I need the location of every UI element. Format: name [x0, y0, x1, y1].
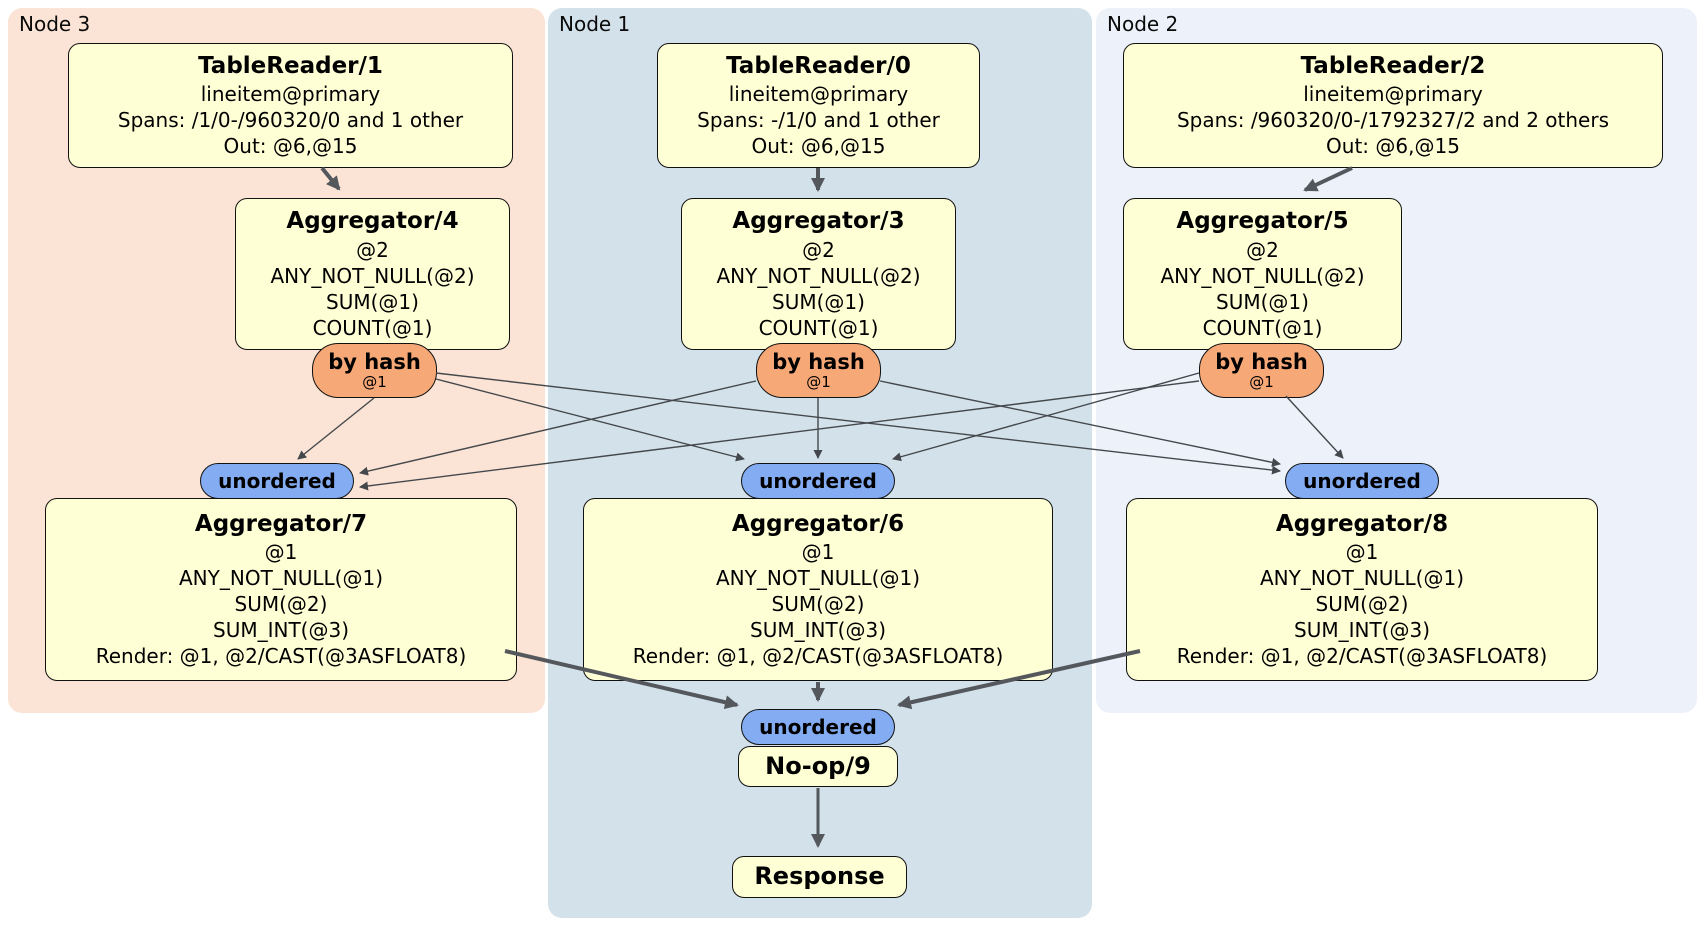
- router-label: by hash: [1215, 349, 1308, 374]
- box-line: SUM(@1): [772, 289, 865, 314]
- box-line: SUM(@2): [234, 592, 328, 617]
- box-line: SUM(@1): [326, 289, 419, 314]
- box-tablereader-0: TableReader/0 lineitem@primary Spans: -/…: [657, 43, 980, 168]
- box-line: @2: [1246, 237, 1279, 262]
- box-line: @1: [264, 540, 298, 565]
- box-line: lineitem@primary: [728, 82, 909, 107]
- box-line: SUM_INT(@3): [213, 618, 349, 643]
- box-line: Spans: /960320/0-/1792327/2 and 2 others: [1176, 108, 1609, 133]
- router-label: by hash: [772, 349, 865, 374]
- region-node3-label: Node 3: [19, 12, 91, 36]
- box-line: @2: [356, 237, 389, 262]
- box-response: Response: [732, 856, 907, 898]
- stream-unordered-8: unordered: [1285, 463, 1439, 499]
- box-tablereader-1: TableReader/1 lineitem@primary Spans: /1…: [68, 43, 513, 168]
- region-node1-label: Node 1: [559, 12, 631, 36]
- box-line: ANY_NOT_NULL(@2): [1160, 263, 1365, 288]
- router-by-hash-5: by hash @1: [1199, 343, 1324, 398]
- box-line: SUM(@2): [1315, 592, 1409, 617]
- box-title: Response: [754, 862, 885, 891]
- stream-label: unordered: [759, 469, 877, 493]
- stream-unordered-9: unordered: [741, 709, 895, 745]
- stream-label: unordered: [218, 469, 336, 493]
- router-detail: @1: [362, 372, 387, 391]
- box-line: ANY_NOT_NULL(@1): [1260, 566, 1464, 591]
- box-line: Render: @1, @2/CAST(@3ASFLOAT8): [95, 644, 467, 669]
- box-title: TableReader/1: [198, 52, 383, 79]
- box-line: Spans: /1/0-/960320/0 and 1 other: [117, 108, 464, 133]
- box-line: SUM(@2): [771, 592, 865, 617]
- stream-label: unordered: [759, 715, 877, 739]
- box-line: @2: [802, 237, 835, 262]
- box-line: Render: @1, @2/CAST(@3ASFLOAT8): [632, 644, 1004, 669]
- box-line: Out: @6,@15: [1326, 134, 1460, 159]
- box-aggregator-7: Aggregator/7 @1 ANY_NOT_NULL(@1) SUM(@2)…: [45, 498, 517, 681]
- box-line: ANY_NOT_NULL(@1): [179, 566, 383, 591]
- box-line: Spans: -/1/0 and 1 other: [697, 108, 940, 133]
- stream-label: unordered: [1303, 469, 1421, 493]
- box-aggregator-6: Aggregator/6 @1 ANY_NOT_NULL(@1) SUM(@2)…: [583, 498, 1053, 681]
- router-detail: @1: [1249, 372, 1274, 391]
- box-line: @1: [801, 540, 835, 565]
- box-line: Out: @6,@15: [751, 134, 886, 159]
- box-title: Aggregator/3: [732, 208, 905, 235]
- box-title: Aggregator/8: [1275, 510, 1449, 537]
- box-noop-9: No-op/9: [738, 746, 898, 787]
- box-line: SUM_INT(@3): [1294, 618, 1430, 643]
- router-detail: @1: [806, 372, 831, 391]
- router-label: by hash: [328, 349, 421, 374]
- router-by-hash-4: by hash @1: [312, 343, 437, 398]
- region-node2-label: Node 2: [1107, 12, 1179, 36]
- stream-unordered-7: unordered: [200, 463, 354, 499]
- box-line: lineitem@primary: [1303, 82, 1483, 107]
- box-line: @1: [1345, 540, 1379, 565]
- box-line: ANY_NOT_NULL(@1): [716, 566, 920, 591]
- box-line: ANY_NOT_NULL(@2): [270, 263, 475, 288]
- box-title: Aggregator/4: [286, 208, 459, 235]
- router-by-hash-3: by hash @1: [756, 343, 881, 398]
- box-title: Aggregator/7: [194, 510, 368, 537]
- box-aggregator-5: Aggregator/5 @2 ANY_NOT_NULL(@2) SUM(@1)…: [1123, 198, 1402, 350]
- box-aggregator-8: Aggregator/8 @1 ANY_NOT_NULL(@1) SUM(@2)…: [1126, 498, 1598, 681]
- box-line: Render: @1, @2/CAST(@3ASFLOAT8): [1176, 644, 1548, 669]
- box-title: TableReader/0: [726, 52, 911, 79]
- box-tablereader-2: TableReader/2 lineitem@primary Spans: /9…: [1123, 43, 1663, 168]
- box-title: No-op/9: [765, 751, 871, 780]
- box-line: COUNT(@1): [758, 315, 879, 340]
- box-title: TableReader/2: [1300, 52, 1486, 79]
- stream-unordered-6: unordered: [741, 463, 895, 499]
- box-title: Aggregator/5: [1176, 208, 1349, 235]
- box-aggregator-3: Aggregator/3 @2 ANY_NOT_NULL(@2) SUM(@1)…: [681, 198, 956, 350]
- box-line: ANY_NOT_NULL(@2): [716, 263, 921, 288]
- box-line: lineitem@primary: [200, 82, 381, 107]
- box-line: COUNT(@1): [1202, 315, 1323, 340]
- box-line: SUM(@1): [1216, 289, 1309, 314]
- box-title: Aggregator/6: [731, 510, 905, 537]
- box-line: COUNT(@1): [312, 315, 433, 340]
- box-aggregator-4: Aggregator/4 @2 ANY_NOT_NULL(@2) SUM(@1)…: [235, 198, 510, 350]
- box-line: SUM_INT(@3): [750, 618, 886, 643]
- box-line: Out: @6,@15: [223, 134, 358, 159]
